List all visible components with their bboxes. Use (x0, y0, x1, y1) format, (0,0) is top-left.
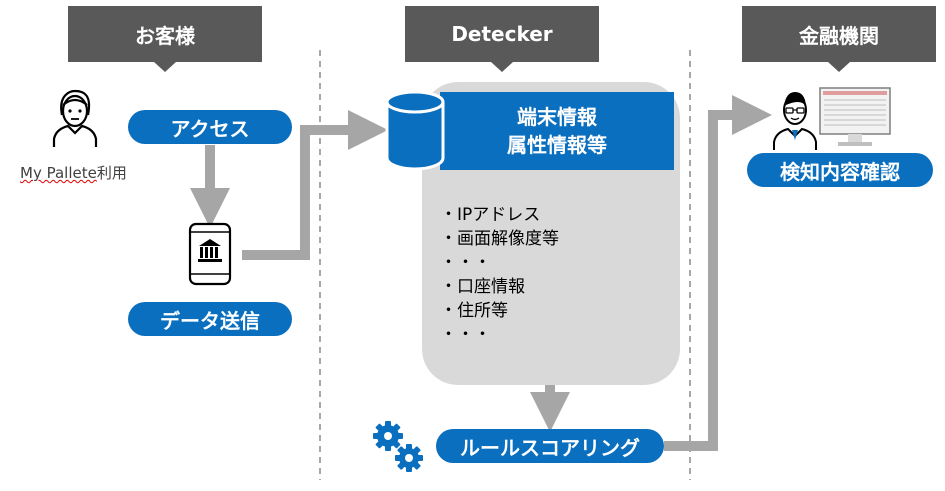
data-title-line1: 端末情報 (517, 105, 597, 129)
user-icon (52, 89, 98, 147)
data-title-line2: 属性情報等 (507, 133, 607, 157)
monitor-icon (819, 87, 891, 146)
header-bank: 金融機関 (742, 6, 936, 72)
app-usage-suffix: 利用 (96, 164, 127, 182)
smartphone-bank-icon (188, 222, 232, 286)
access-pill: アクセス (128, 110, 292, 144)
header-detecker: Detecker (405, 6, 599, 72)
detection-confirm-pill: 検知内容確認 (747, 153, 933, 187)
operator-with-monitor-icon (773, 87, 891, 150)
arrow-scoring-to-bank (664, 95, 772, 451)
rule-scoring-label: ルールスコアリング (460, 435, 640, 460)
database-icon (385, 90, 445, 171)
data-send-pill: データ送信 (128, 302, 292, 336)
data-category-box: 端末情報 属性情報等 (440, 92, 674, 170)
header-bank-label: 金融機関 (799, 23, 879, 48)
detection-confirm-label: 検知内容確認 (780, 159, 900, 184)
arrow-phone-to-database (242, 110, 388, 260)
rule-scoring-pill: ルールスコアリング (436, 429, 664, 463)
operator-icon (773, 92, 817, 150)
attribute-list: ・IPアドレス ・画面解像度等 ・・・ ・口座情報 ・住所等 ・・・ (440, 203, 640, 347)
list-item: ・・・ (440, 325, 491, 345)
app-usage-caption: My Pallete利用 (20, 162, 127, 183)
access-label: アクセス (170, 116, 250, 141)
header-detecker-label: Detecker (451, 22, 553, 46)
header-customer-label: お客様 (135, 23, 195, 48)
list-item: ・画面解像度等 (440, 229, 559, 249)
list-item: ・・・ (440, 253, 491, 273)
list-item: ・IPアドレス (440, 205, 541, 225)
app-name: My Pallete (20, 164, 97, 182)
gears-icon (373, 421, 423, 472)
data-send-label: データ送信 (160, 308, 260, 333)
header-customer: お客様 (68, 6, 262, 72)
list-item: ・住所等 (440, 301, 508, 321)
list-item: ・口座情報 (440, 277, 525, 297)
